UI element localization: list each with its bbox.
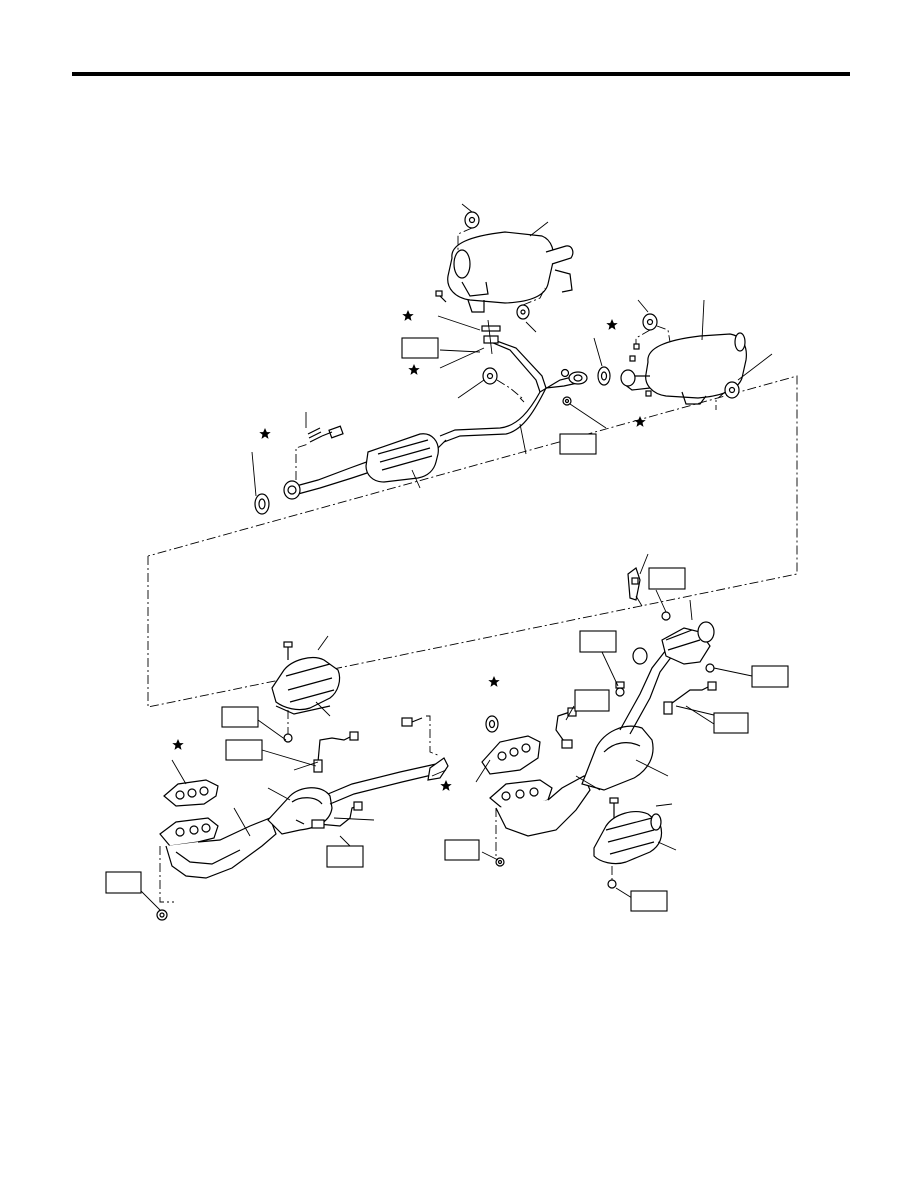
- oxygen-sensor-left-1: [313, 731, 359, 773]
- gasket-upper-1: [481, 319, 501, 355]
- front-catalyst-left: [267, 757, 449, 835]
- manifold-gasket-right: [481, 735, 541, 775]
- oxygen-sensor-right-2: [663, 681, 717, 715]
- upper-callout-boxes: [401, 337, 597, 455]
- spring-and-bolt: [295, 425, 344, 480]
- nut-right: [560, 368, 572, 406]
- front-catalyst-right: [581, 621, 715, 791]
- lower-star-markers: [172, 676, 500, 791]
- upper-leader-lines: [251, 203, 773, 497]
- nut-left-bottom: [156, 909, 168, 921]
- manifold-gasket-left: [163, 779, 219, 807]
- oxygen-sensor-left-2: [311, 801, 363, 829]
- exhaust-manifold-right: [489, 775, 591, 858]
- exhaust-manifold-left: [159, 817, 277, 903]
- oxygen-sensor-right-1: [555, 707, 577, 749]
- center-y-pipe: [439, 339, 588, 443]
- rear-muffler-right: [620, 332, 747, 405]
- nuts-right: [615, 611, 715, 697]
- rubber-mount-1: [457, 211, 480, 250]
- catalyst-cover-left: [271, 641, 341, 743]
- upper-star-markers: [259, 310, 646, 439]
- rubber-mount-2: [516, 287, 546, 320]
- bolt-left-mid: [401, 715, 441, 757]
- lower-leader-lines: [139, 553, 753, 911]
- header-rule: [72, 72, 850, 76]
- bracket-upper-right: [627, 567, 641, 601]
- gasket-small-right: [485, 715, 499, 733]
- bolts-right-muffler: [629, 343, 652, 397]
- lower-callout-boxes: [105, 567, 789, 912]
- rubber-mount-3: [482, 367, 523, 399]
- catalyst-cover-right: [593, 797, 663, 889]
- bolt-upper-muffler: [435, 290, 447, 303]
- rubber-mount-5: [715, 381, 740, 410]
- rear-muffler-upper: [447, 231, 574, 313]
- ring-gasket: [254, 493, 270, 515]
- front-exhaust-pipe-with-catalyst: [283, 433, 447, 500]
- gasket-right: [597, 366, 611, 386]
